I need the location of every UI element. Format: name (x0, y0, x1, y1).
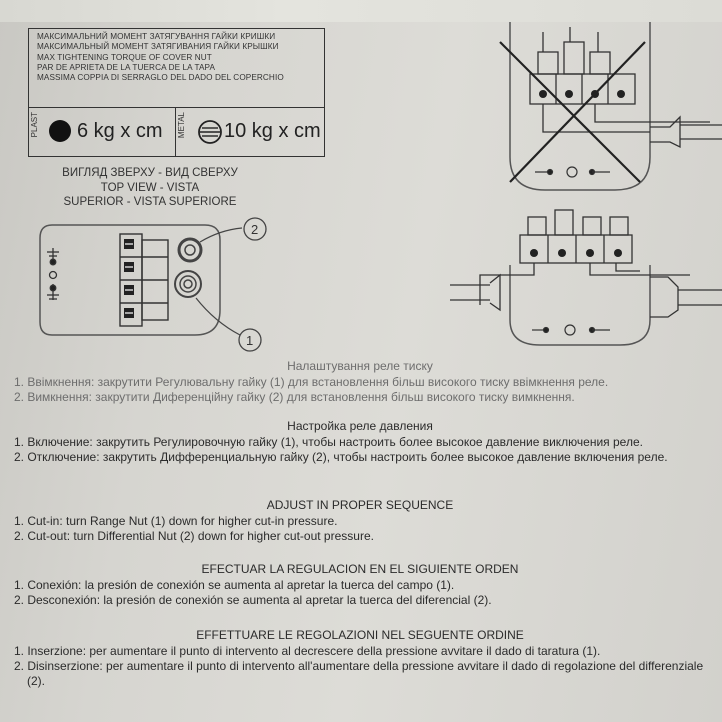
section-item: 1. Включение: закрутить Регулировочную г… (14, 435, 643, 449)
filled-dot-icon (49, 120, 71, 142)
section-ukrainian: Налаштування реле тиску 1. Ввімкнення: з… (10, 359, 710, 405)
top-view-line: ВИГЛЯД ЗВЕРХУ - ВИД СВЕРХУ (62, 167, 238, 179)
torque-line: МАКСИМАЛЬНИЙ МОМЕНТ ЗАТЯГУВАННЯ ГАЙКИ КР… (37, 32, 276, 41)
section-item: 2. Отключение: закрутить Дифференциальну… (14, 450, 668, 464)
top-view-title: ВИГЛЯД ЗВЕРХУ - ВИД СВЕРХУ TOP VIEW - VI… (45, 166, 255, 210)
section-italian: EFFETTUARE LE REGOLAZIONI NEL SEGUENTE O… (10, 628, 710, 689)
torque-line: MASSIMA COPPIA DI SERRAGLO DEL DADO DEL … (37, 73, 284, 83)
section-heading: EFFETTUARE LE REGOLAZIONI NEL SEGUENTE O… (196, 628, 524, 642)
section-russian: Настройка реле давления 1. Включение: за… (10, 419, 710, 465)
section-heading: Налаштування реле тиску (287, 359, 433, 373)
metal-cell: METAL 10 kg x cm (176, 108, 324, 157)
plast-label: PLAST (30, 112, 39, 138)
torque-line: МАКСИМАЛЬНЫЙ МОМЕНТ ЗАТЯГИВАНИЯ ГАЙКИ КР… (37, 42, 279, 52)
correct-wiring-diagram (450, 209, 722, 346)
paper-top-strip (0, 0, 722, 22)
torque-heading-lines: МАКСИМАЛЬНИЙ МОМЕНТ ЗАТЯГУВАННЯ ГАЙКИ КР… (37, 32, 284, 83)
section-spanish: EFECTUAR LA REGULACION EN EL SIGUIENTE O… (10, 562, 710, 608)
callout-1-label: 1 (246, 333, 254, 348)
plastic-cell: PLAST 6 kg x cm (29, 108, 176, 157)
section-item: 1. Cut-in: turn Range Nut (1) down for h… (14, 514, 338, 528)
top-view-line: TOP VIEW - VISTA (100, 181, 200, 194)
metal-label: METAL (177, 112, 186, 139)
hatched-dot-icon (198, 120, 222, 144)
top-view-line: SUPERIOR - VISTA SUPERIORE (63, 196, 237, 208)
section-item: 2. Cut-out: turn Differential Nut (2) do… (14, 529, 374, 543)
torque-table: МАКСИМАЛЬНИЙ МОМЕНТ ЗАТЯГУВАННЯ ГАЙКИ КР… (28, 28, 325, 157)
section-item: 1. Ввімкнення: закрутити Регулювальну га… (14, 375, 609, 389)
section-item: 1. Conexión: la presión de conexión se a… (14, 578, 455, 592)
section-heading: Настройка реле давления (287, 419, 433, 433)
section-english: ADJUST IN PROPER SEQUENCE 1. Cut-in: tur… (10, 498, 710, 544)
section-item: 2. Desconexión: la presión de conexión s… (14, 593, 492, 607)
torque-line: MAX TIGHTENING TORQUE OF COVER NUT (37, 52, 212, 62)
callout-2-label: 2 (251, 222, 259, 237)
section-heading: ADJUST IN PROPER SEQUENCE (266, 498, 454, 512)
plast-torque-value: 6 kg x cm (77, 120, 163, 142)
section-item: 2. Disinserzione: per aumentare il punto… (14, 659, 704, 688)
metal-torque-value: 10 kg x cm (224, 120, 321, 142)
section-item: 2. Вимкнення: закрутити Диференційну гай… (14, 390, 575, 404)
wrong-wiring-diagram (499, 22, 722, 191)
section-item: 1. Inserzione: per aumentare il punto di… (14, 644, 601, 658)
top-view-diagram (39, 217, 267, 352)
torque-line: PAR DE APRIETA DE LA TUERCA DE LA TAPA (37, 62, 216, 72)
torque-values-row: PLAST 6 kg x cm METAL 10 kg x cm (29, 107, 324, 157)
section-heading: EFECTUAR LA REGULACION EN EL SIGUIENTE O… (201, 562, 519, 576)
